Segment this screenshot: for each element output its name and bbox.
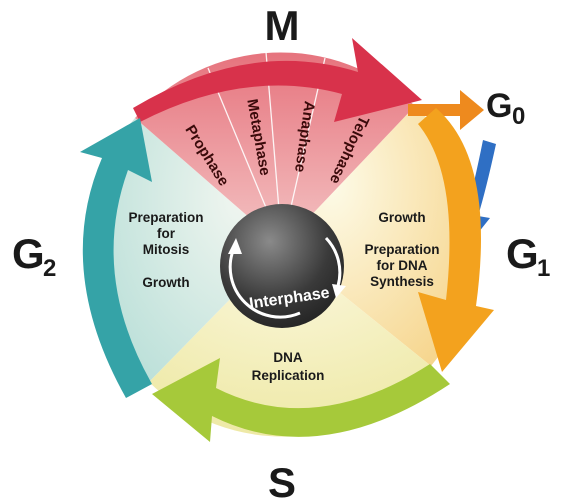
g2-line3: Mitosis	[143, 242, 190, 257]
m-phase-arrow	[133, 38, 422, 122]
g1-line1: Growth	[378, 210, 425, 225]
g0-phase-label: G 0	[486, 87, 525, 130]
s-line1: DNA	[273, 350, 302, 365]
m-phase-label: M	[265, 2, 300, 49]
hub-cycle-arc-icon	[228, 247, 301, 319]
g1-subscript: 1	[537, 255, 550, 282]
g1-phase-label: G 1	[506, 230, 550, 282]
s-sector	[149, 246, 431, 437]
g0-letter: G	[486, 87, 512, 125]
s-sector-labels: DNA Replication	[252, 350, 325, 383]
hub-cycle-arc-icon	[324, 236, 342, 287]
interphase-hub	[220, 204, 344, 328]
g1-line4: Synthesis	[370, 274, 434, 289]
g2-sector-labels: Preparation for Mitosis Growth	[128, 210, 203, 290]
g0-subscript: 0	[512, 103, 525, 130]
g2-line2: for	[157, 226, 176, 241]
s-phase-label: S	[268, 459, 296, 504]
g2-phase-arrow	[80, 118, 152, 398]
g2-phase-label: G 2	[12, 230, 56, 282]
g0-arrow	[408, 90, 484, 130]
g2-letter: G	[12, 230, 45, 277]
s-phase-arrow	[152, 358, 450, 442]
g1-letter: G	[506, 230, 539, 277]
g2-line1: Preparation	[128, 210, 203, 225]
hub-arrowhead-icon	[228, 238, 242, 254]
g2-line4: Growth	[142, 275, 189, 290]
g1-line3: for DNA	[377, 258, 428, 273]
g1-phase-arrow	[418, 108, 494, 372]
s-line2: Replication	[252, 368, 325, 383]
g2-sector	[88, 118, 282, 382]
g1-line2: Preparation	[364, 242, 439, 257]
g2-subscript: 2	[43, 255, 56, 282]
g1-sector-labels: Growth Preparation for DNA Synthesis	[364, 210, 439, 289]
hub-arrowhead-icon	[332, 284, 346, 298]
